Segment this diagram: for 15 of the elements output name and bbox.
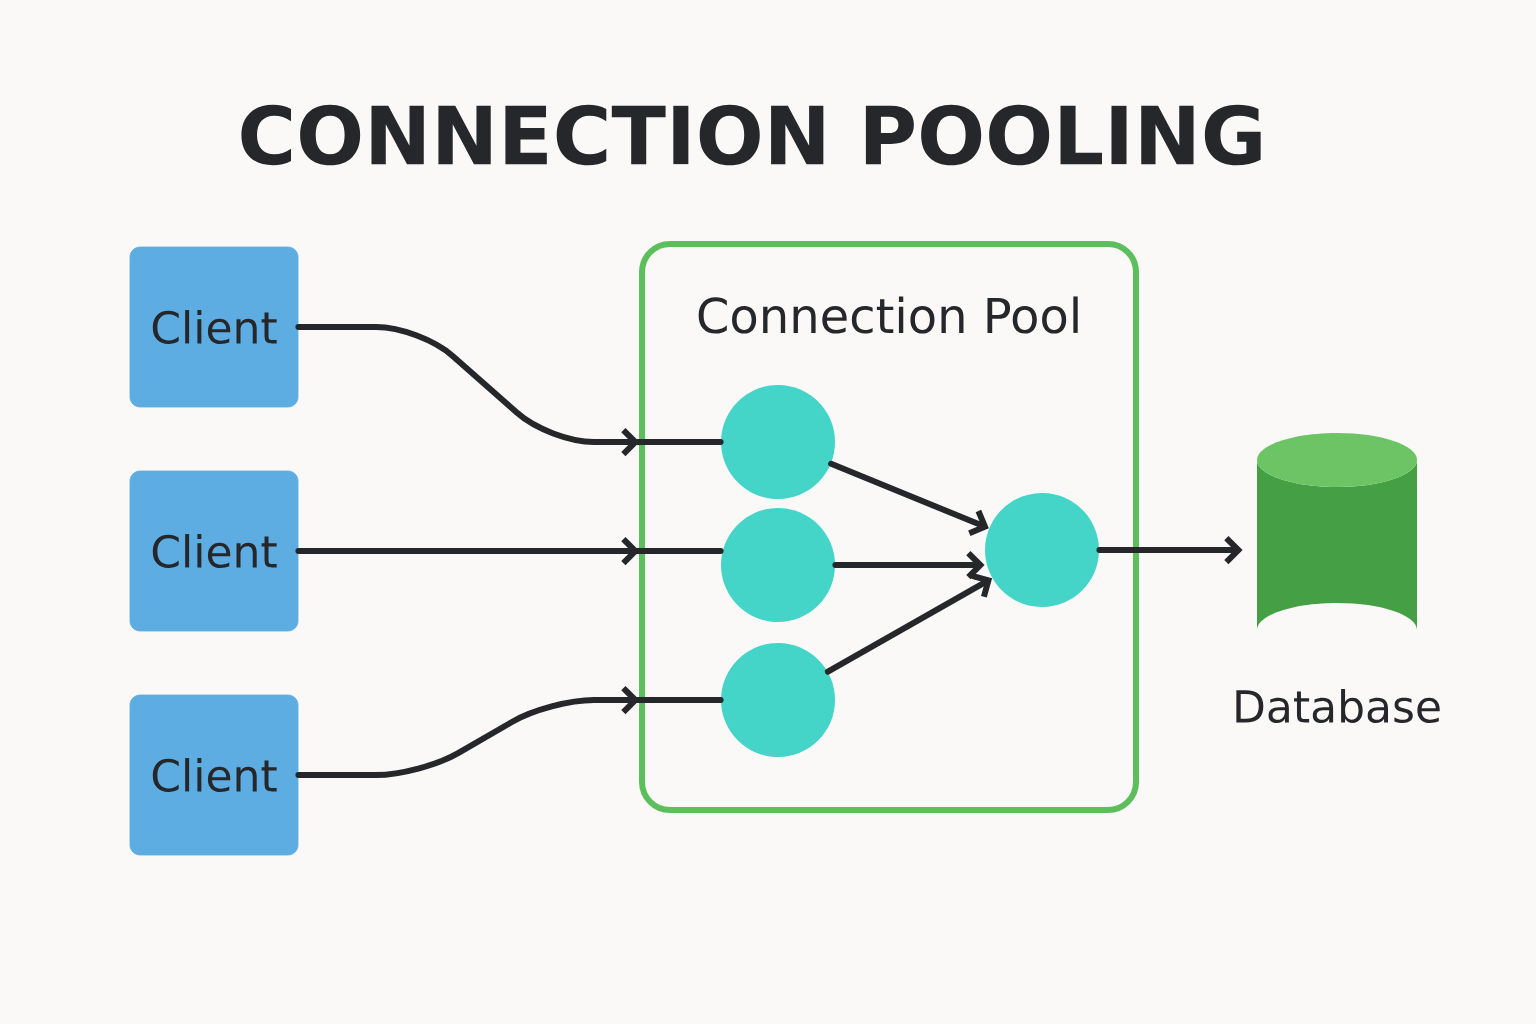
- arrow: [832, 550, 985, 580]
- client-box: Client: [129, 246, 299, 408]
- arrow: [1096, 535, 1243, 565]
- connection-circle: [985, 493, 1099, 607]
- arrow: [828, 460, 989, 536]
- client-box: Client: [129, 470, 299, 632]
- node-label: Database: [1236, 688, 1440, 724]
- connection-circle: [721, 643, 835, 757]
- connection-circle: [721, 385, 835, 499]
- database-cylinder: Database: [1236, 433, 1440, 724]
- pool-box: Connection Pool: [639, 241, 1139, 813]
- arrow: [824, 573, 993, 675]
- connection-circle: [721, 508, 835, 622]
- title: CONNECTION POOLING: [241, 104, 1261, 166]
- client-box: Client: [129, 694, 299, 856]
